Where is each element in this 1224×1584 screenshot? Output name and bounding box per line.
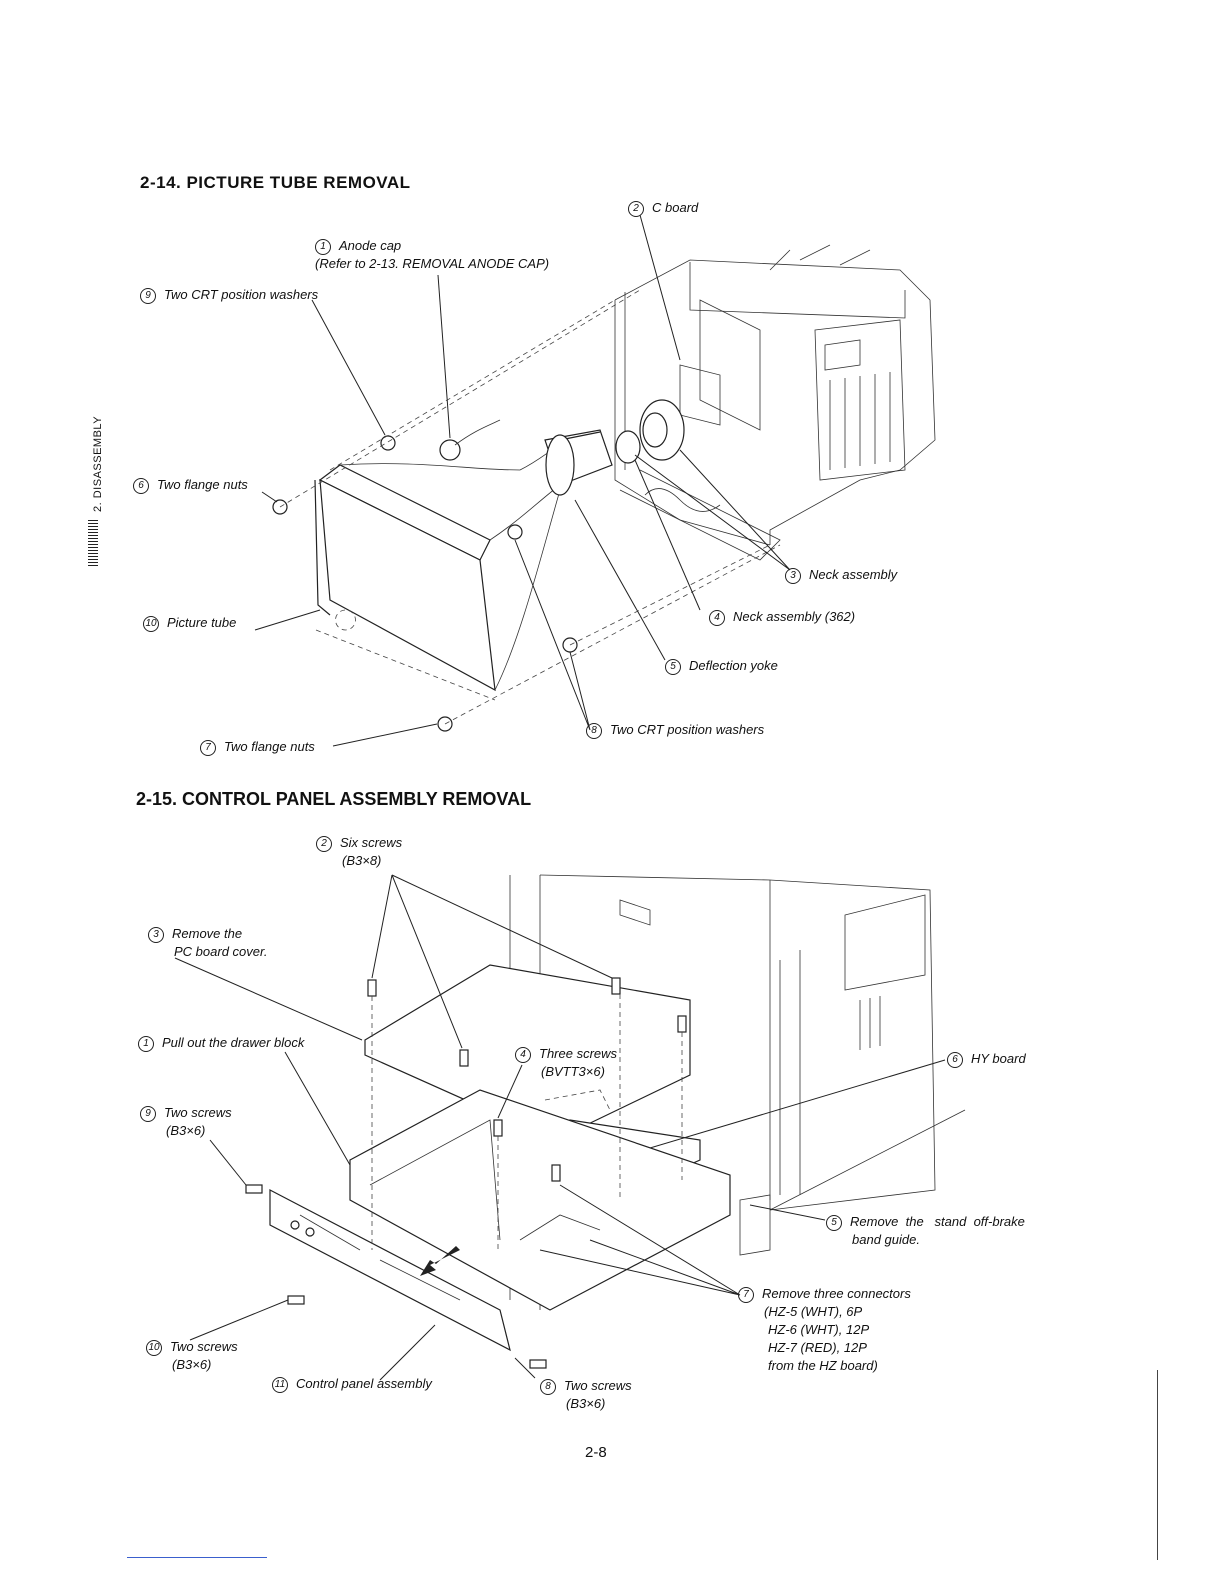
picture-tube-drawing [314,419,575,701]
pull-direction-arrow [420,1246,460,1276]
page-number: 2-8 [585,1444,607,1461]
footer-rule [127,1557,267,1558]
section-title-picture-tube: 2-14. PICTURE TUBE REMOVAL [140,173,411,192]
side-tab-marker [88,520,98,568]
drawer-block-drawing [349,1089,731,1311]
screws [245,977,687,1369]
right-edge-mark [1157,1370,1158,1560]
control-panel-drawing [269,1189,511,1352]
chassis-outline [614,244,936,561]
section-title-control-panel: 2-15. CONTROL PANEL ASSEMBLY REMOVAL [136,789,532,809]
